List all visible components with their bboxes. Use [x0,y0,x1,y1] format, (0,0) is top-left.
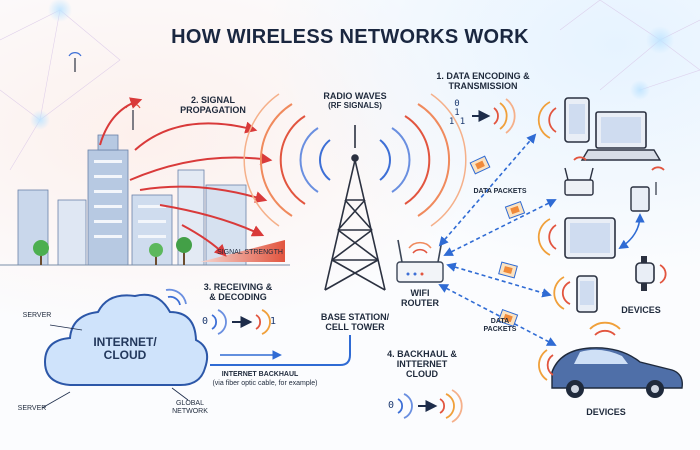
car-icon [551,347,683,398]
cloud-icon [43,293,209,387]
building-windows [94,160,166,238]
signal-propagation-line-2: PROPAGATION [180,104,246,115]
small-antenna-icon [68,52,141,130]
backhaul-internet-label: 4. BACKHAUL & INTTERNET CLOUD [372,349,472,380]
propagation-arrows [99,97,273,257]
decoding-bit-in: 0 [201,316,209,327]
data-encoding-line-2: TRANSMISSION [448,80,518,91]
encoding-waves [493,98,516,134]
wifi-router-icon [396,239,444,283]
encoding-bits: 0 1 1 1 [445,100,469,127]
data-packets-label-bottom: DATA PACKETS [475,318,525,333]
radio-waves-text: RADIO WAVES [323,91,387,101]
cell-tower-icon [324,125,386,291]
page-title: HOW WIRELESS NETWORKS WORK [171,26,529,48]
router-device-links [438,133,557,346]
receiving-line-1: 3. RECEIVING & [203,282,273,292]
devices-label-bottom: DEVICES [586,407,626,417]
backhaul-internet-line-1: 4. BACKHAUL & [387,349,457,359]
laptop-icon [580,111,662,161]
backhaul-note: (via fiber optic cable, for example) [212,380,318,387]
device-waves [537,101,667,381]
signal-propagation-line-1: 2. SIGNAL [190,95,235,105]
data-packets-label: DATA PACKETS [473,188,527,195]
backhaul-bit-in: 0 [387,400,395,411]
backhaul-link [210,335,351,366]
encoding-bit-top: 0 [454,99,460,109]
decoding-waves-in [211,309,227,335]
encoding-bit-low: 1 1 [448,117,466,127]
backhaul-waves-out [439,389,463,423]
server-label-top: SERVER [22,312,52,319]
data-packets-line-2: PACKETS [483,325,517,333]
global-network-label: GLOBAL NETWORK [162,400,218,415]
wifi-router-line-1: WIFI [410,288,430,298]
base-station-line-1: BASE STATION/ [320,312,390,322]
rf-signals-text: (RF SIGNALS) [328,100,382,110]
cloud-label-line-1: INTERNET/ [93,335,157,349]
base-station-label: BASE STATION/ CELL TOWER [300,312,410,333]
city-buildings-icon [17,134,247,266]
wifi-router-line-2: ROUTER [401,297,439,308]
cloud-label: INTERNET/ CLOUD [70,335,180,363]
data-encoding-line-1: 1. DATA ENCODING & [436,71,530,81]
server-node-icon [30,0,674,130]
receiving-decoding-label: 3. RECEIVING & & DECODING [188,282,288,303]
smartphone-icon [576,275,598,313]
cloud-label-line-2: CLOUD [103,348,147,363]
decoding-waves-out [255,309,271,335]
smartwatch-icon [635,256,655,291]
signal-waves-left [165,288,187,306]
smartphone-icon [564,97,590,143]
server-label-bottom: SERVER [17,405,47,412]
backhaul-internet-line-3: CLOUD [406,368,438,379]
backhaul-waves-in [397,393,413,419]
tree-icon [33,237,192,265]
radio-waves-label: RADIO WAVES (RF SIGNALS) [310,91,400,111]
cloud-pointers [41,324,189,409]
wifi-router-label: WIFI ROUTER [394,288,446,309]
internet-backhaul-label: INTERNET BACKHAUL [221,371,299,378]
backhaul-internet-line-2: INTTERNET [396,358,448,369]
data-packet-icon [469,155,526,328]
global-network-line-2: NETWORK [172,407,208,415]
data-encoding-label: 1. DATA ENCODING & TRANSMISSION [418,71,548,92]
tablet-icon [564,217,616,259]
encoding-bit-mid: 1 [454,108,460,118]
usb-adapter-icon [564,167,657,212]
global-network-line-1: GLOBAL [175,400,204,407]
signal-propagation-label: 2. SIGNAL PROPAGATION [168,95,258,116]
tablet-watch-link [618,213,645,250]
receiving-line-2: & DECODING [209,291,267,302]
decoding-bit-out: 1 [269,316,277,327]
base-station-line-2: CELL TOWER [325,321,385,332]
signal-strength-label: SIGNAL STRENGTH [217,249,283,256]
data-packets-line-1: DATA [490,318,510,325]
devices-label: DEVICES [621,305,661,315]
